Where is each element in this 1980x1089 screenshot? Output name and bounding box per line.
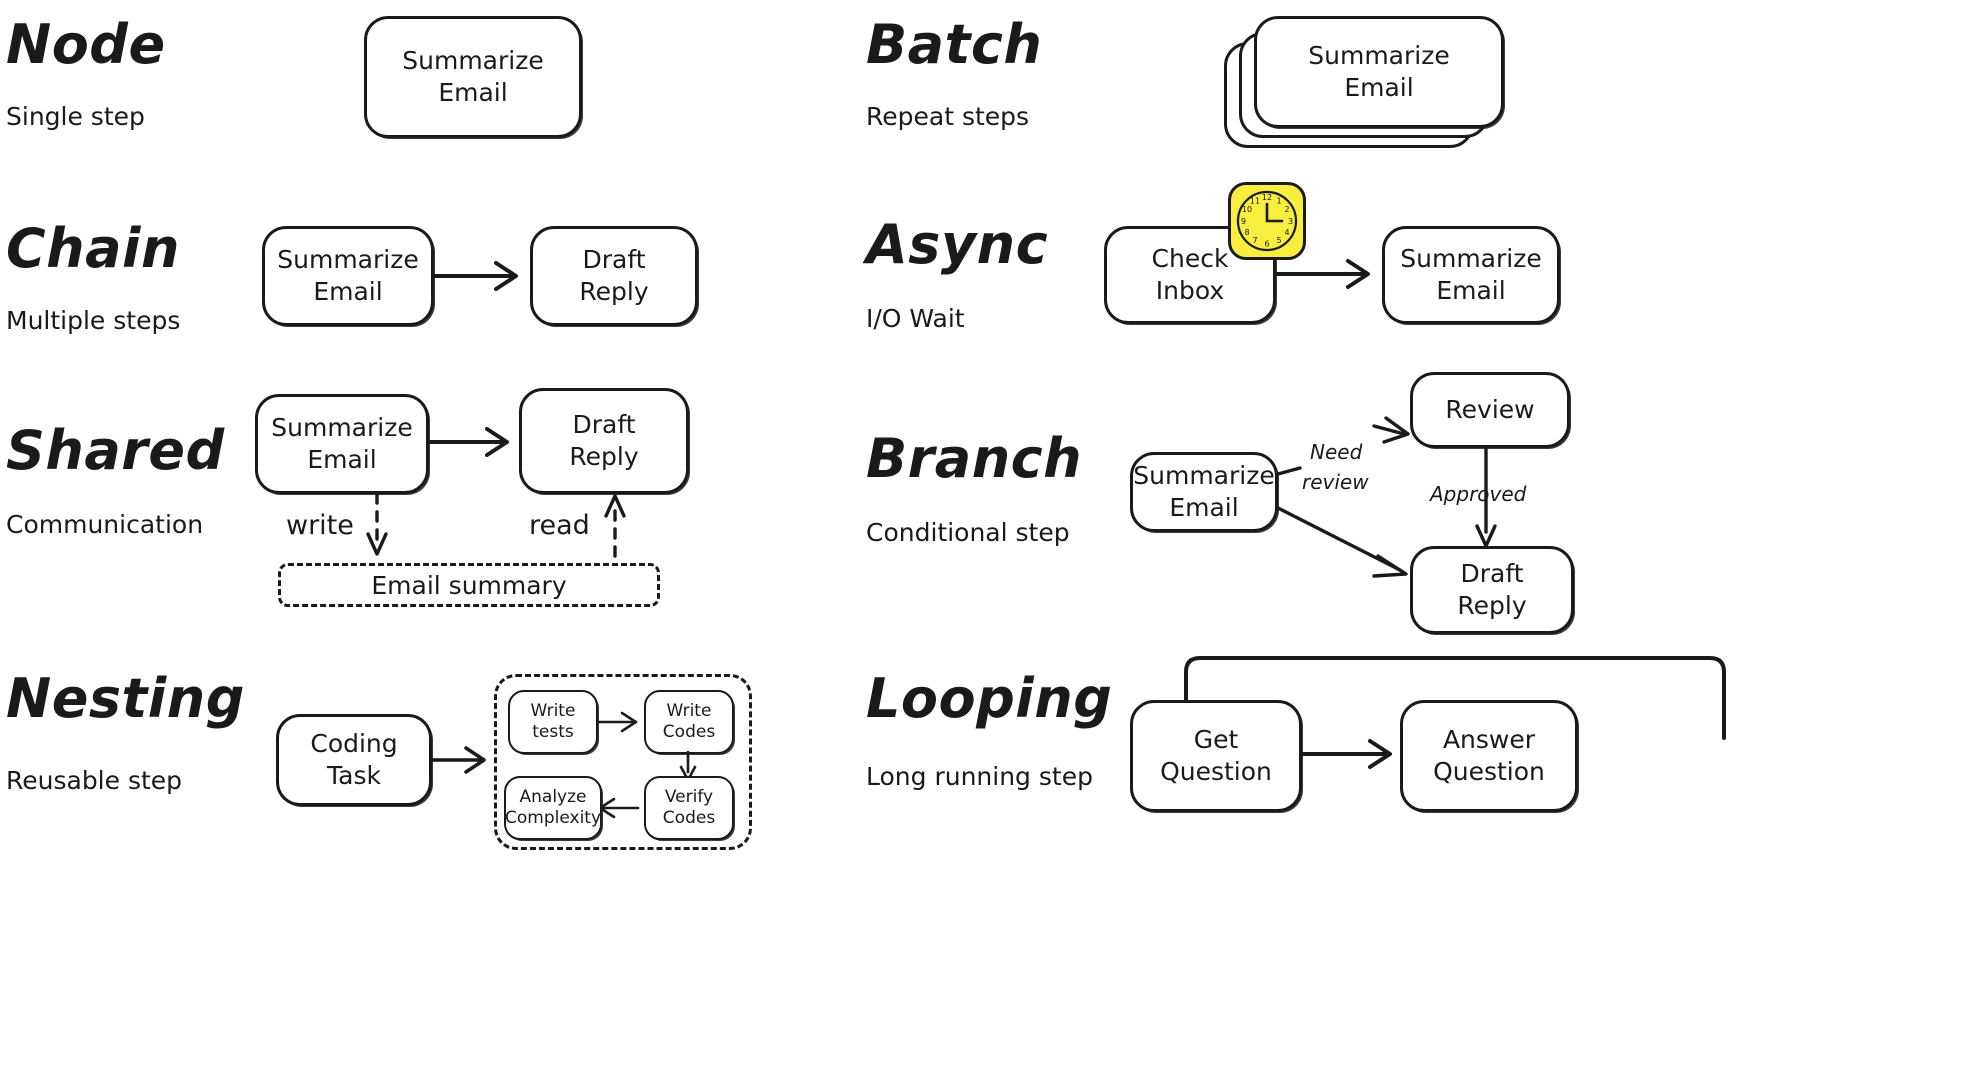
- node-label-line1: Analyze: [519, 787, 587, 808]
- node-label-line2: Email: [307, 445, 377, 474]
- batch-node-summarize-email[interactable]: Summarize Email: [1254, 16, 1504, 128]
- node-label-line1: Summarize: [271, 413, 413, 442]
- nesting-node-coding-task[interactable]: Coding Task: [276, 714, 432, 806]
- nesting-node-write-codes[interactable]: Write Codes: [644, 690, 734, 754]
- node-label-line2: Question: [1433, 757, 1545, 786]
- section-subtitle-batch: Repeat steps: [866, 102, 1030, 131]
- node-label-line1: Summarize: [1133, 461, 1275, 490]
- chain-arrow-1: [432, 261, 518, 291]
- shared-node-draft-reply[interactable]: Draft Reply: [519, 388, 689, 494]
- node-label-line2: Task: [327, 761, 381, 790]
- section-title-async: Async: [866, 213, 1049, 276]
- node-label-line2: Codes: [662, 722, 716, 742]
- section-title-nesting: Nesting: [6, 667, 245, 730]
- branch-edge-label-need: Need: [1310, 440, 1363, 464]
- node-label-line1: Summarize: [1308, 41, 1450, 70]
- branch-node-summarize-email[interactable]: Summarize Email: [1130, 452, 1278, 532]
- node-label-line1: Check: [1151, 244, 1229, 273]
- async-node-summarize-email[interactable]: Summarize Email: [1382, 226, 1560, 324]
- node-label-line2: Email: [1169, 493, 1239, 522]
- nesting-arrow-into-subflow: [430, 746, 486, 774]
- node-label-line2: Reply: [569, 442, 639, 471]
- node-label-line2: Inbox: [1155, 276, 1225, 305]
- node-label-line2: Reply: [579, 277, 649, 306]
- section-subtitle-branch: Conditional step: [866, 518, 1070, 547]
- branch-node-draft-reply[interactable]: Draft Reply: [1410, 546, 1574, 634]
- branch-node-review[interactable]: Review: [1410, 372, 1570, 448]
- section-title-looping: Looping: [866, 667, 1113, 730]
- node-label-line1: Write: [530, 701, 576, 722]
- section-subtitle-shared: Communication: [6, 510, 204, 539]
- node-label-line2: Complexity: [505, 808, 602, 828]
- clock-icon: 12 1 2 3 4 5 6 7 8 9 10 11: [1228, 182, 1306, 260]
- section-title-batch: Batch: [866, 13, 1043, 76]
- node-label-line1: Summarize: [402, 46, 544, 75]
- nesting-node-analyze-complexity[interactable]: Analyze Complexity: [504, 776, 602, 840]
- node-label-line1: Summarize: [1400, 244, 1542, 273]
- looping-node-get-question[interactable]: Get Question: [1130, 700, 1302, 812]
- svg-text:2: 2: [1284, 205, 1289, 214]
- node-label-line2: Email: [438, 78, 508, 107]
- node-summarize-email[interactable]: Summarize Email: [364, 16, 582, 138]
- node-label-line2: Email: [1436, 276, 1506, 305]
- looping-node-answer-question[interactable]: Answer Question: [1400, 700, 1578, 812]
- svg-text:9: 9: [1241, 217, 1246, 226]
- node-label-line1: Draft: [1460, 559, 1524, 588]
- shared-arrow-read: [604, 494, 626, 558]
- shared-edge-label-read: read: [529, 510, 590, 541]
- node-label-line2: Reply: [1457, 591, 1527, 620]
- node-label-line2: Email: [313, 277, 383, 306]
- nesting-node-verify-codes[interactable]: Verify Codes: [644, 776, 734, 840]
- shared-store-label: Email summary: [371, 570, 567, 600]
- svg-text:7: 7: [1252, 236, 1257, 245]
- svg-text:5: 5: [1276, 236, 1281, 245]
- section-title-node: Node: [6, 13, 166, 76]
- svg-text:4: 4: [1284, 228, 1289, 237]
- svg-text:3: 3: [1288, 217, 1293, 226]
- svg-text:1: 1: [1276, 197, 1281, 206]
- section-subtitle-nesting: Reusable step: [6, 766, 183, 795]
- section-title-branch: Branch: [866, 427, 1083, 490]
- shared-arrow-write: [366, 492, 388, 556]
- node-label-line2: Codes: [662, 808, 716, 828]
- clock-face-svg: 12 1 2 3 4 5 6 7 8 9 10 11: [1236, 190, 1298, 252]
- section-subtitle-chain: Multiple steps: [6, 306, 181, 335]
- async-node-check-inbox[interactable]: Check Inbox: [1104, 226, 1276, 324]
- node-label-line2: tests: [532, 722, 574, 742]
- nesting-node-write-tests[interactable]: Write tests: [508, 690, 598, 754]
- node-label-line1: Coding: [310, 729, 398, 758]
- svg-text:8: 8: [1244, 228, 1249, 237]
- svg-text:11: 11: [1250, 197, 1260, 206]
- branch-edge-label-approved: Approved: [1430, 482, 1527, 506]
- shared-edge-label-write: write: [286, 510, 354, 541]
- node-label-line1: Answer: [1442, 725, 1536, 754]
- node-label-line1: Draft: [582, 245, 646, 274]
- node-label-line1: Draft: [572, 410, 636, 439]
- svg-text:6: 6: [1264, 240, 1269, 249]
- svg-text:10: 10: [1242, 205, 1252, 214]
- chain-node-draft-reply[interactable]: Draft Reply: [530, 226, 698, 326]
- node-label-line1: Write: [666, 701, 712, 722]
- shared-store-email-summary[interactable]: Email summary: [278, 563, 660, 607]
- looping-arrow-forward: [1300, 739, 1392, 769]
- node-label-line1: Verify: [664, 787, 714, 808]
- branch-edge-label-review: review: [1302, 470, 1369, 494]
- chain-node-summarize-email[interactable]: Summarize Email: [262, 226, 434, 326]
- section-subtitle-node: Single step: [6, 102, 145, 131]
- branch-arrow-direct: [1276, 506, 1408, 578]
- section-title-shared: Shared: [6, 419, 225, 482]
- section-subtitle-looping: Long running step: [866, 762, 1093, 791]
- node-label-line2: Email: [1344, 73, 1414, 102]
- node-label-line1: Summarize: [277, 245, 419, 274]
- shared-arrow-main: [427, 427, 509, 457]
- node-label-line2: Question: [1160, 757, 1272, 786]
- node-label-line1: Review: [1445, 395, 1535, 424]
- node-label-line1: Get: [1193, 725, 1239, 754]
- section-title-chain: Chain: [6, 217, 180, 280]
- svg-text:12: 12: [1262, 193, 1272, 202]
- section-subtitle-async: I/O Wait: [866, 304, 965, 333]
- shared-node-summarize-email[interactable]: Summarize Email: [255, 394, 429, 494]
